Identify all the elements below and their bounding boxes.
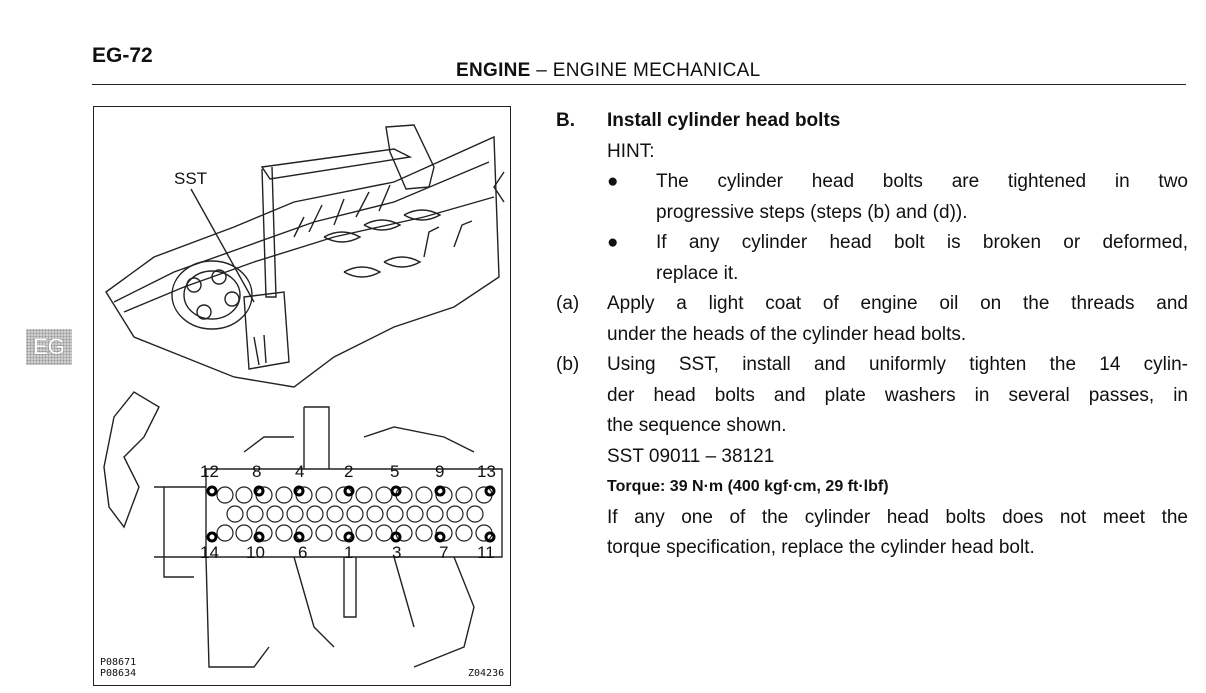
item-line: Using SST, install and uniformly tighten…: [607, 354, 1188, 375]
bullet-line: replace it.: [656, 262, 739, 284]
bolt-number: 8: [252, 462, 262, 481]
illustration-figure: SST 12 8 4 2 5 9 13 14 10 6 1 3 7 11 P08…: [93, 106, 511, 686]
item-label: (b): [556, 354, 580, 375]
fan-outline: [103, 391, 160, 529]
bullet-dot-icon: ●: [607, 171, 619, 192]
header-separator: –: [536, 60, 548, 81]
engine-block-outline: [105, 135, 500, 388]
item-line: Apply a light coat of engine oil on the …: [607, 293, 1188, 314]
bolt-number: 12: [200, 462, 219, 481]
header-section: ENGINE: [456, 60, 531, 81]
bolt-number: 3: [392, 543, 402, 562]
bullet-line: If any cylinder head bolt is broken or d…: [656, 232, 1188, 253]
bolt-number: 11: [477, 543, 495, 562]
sst-socket: [243, 291, 290, 370]
hint-bullet: ● If any cylinder head bolt is broken or…: [607, 228, 1188, 289]
sst-wrench-grip: [385, 124, 435, 190]
note-line: If any one of the cylinder head bolts do…: [607, 506, 1188, 528]
cylinder-bores: [323, 209, 442, 278]
sst-number: SST 09011 – 38121: [607, 445, 775, 467]
item-label: (a): [556, 293, 580, 314]
instruction-text: B. Install cylinder head bolts HINT: ● T…: [556, 106, 1188, 564]
head-cover-edge: [113, 161, 490, 303]
head-surface: [123, 196, 495, 313]
bolt-number: 5: [390, 462, 400, 481]
hint-bullet: ● The cylinder head bolts are tightened …: [607, 167, 1188, 228]
figure-code: P08671: [100, 657, 137, 668]
note-line: torque specification, replace the cylind…: [607, 537, 1035, 558]
bolt-number: 9: [435, 462, 445, 481]
bolt-hole-grid: [216, 486, 493, 542]
bolt-number: 1: [344, 543, 354, 562]
sst-wrench-handle: [260, 148, 413, 180]
sst-label: SST: [174, 169, 208, 188]
sst-extension: [261, 166, 277, 298]
item-line: under the heads of the cylinder head bol…: [607, 323, 967, 345]
figure-code: P08634: [100, 668, 137, 679]
figure-code: Z04236: [468, 668, 505, 679]
section-tab: EG: [26, 329, 72, 365]
sst-leader-line: [190, 188, 255, 303]
header-subsection: ENGINE MECHANICAL: [552, 60, 761, 81]
item-line: the sequence shown.: [607, 415, 787, 436]
bolt-number: 2: [344, 462, 354, 481]
bullet-line: progressive steps (steps (b) and (d)).: [656, 201, 968, 223]
bolt-number: 10: [246, 543, 265, 562]
hint-label: HINT:: [607, 140, 655, 162]
gear: [171, 260, 253, 330]
engine-illustration: [103, 124, 505, 668]
bolt-number: 13: [477, 462, 496, 481]
head-outline: [205, 468, 503, 558]
item-b: (b) Using SST, install and uniformly tig…: [556, 350, 1188, 564]
bolt-number: 7: [439, 543, 449, 562]
step-letter: B.: [556, 110, 575, 131]
item-a: (a) Apply a light coat of engine oil on …: [556, 289, 1188, 350]
page-number: EG-72: [92, 44, 153, 67]
bullet-line: The cylinder head bolts are tightened in…: [656, 171, 1188, 192]
bolt-number: 14: [200, 543, 219, 562]
section-tab-label: EG: [33, 334, 65, 359]
item-line: der head bolts and plate washers in seve…: [607, 384, 1188, 406]
bolt-number: 4: [295, 462, 305, 481]
header-rule: [92, 84, 1186, 85]
bullet-dot-icon: ●: [607, 232, 619, 253]
step-heading: B. Install cylinder head bolts: [556, 106, 1188, 137]
page-header: ENGINE – ENGINE MECHANICAL: [456, 60, 761, 82]
torque-spec: Torque: 39 N·m (400 kgf·cm, 29 ft·lbf): [607, 478, 889, 495]
head-bolts: [206, 485, 496, 543]
bolt-number: 6: [298, 543, 308, 562]
step-title: Install cylinder head bolts: [607, 110, 841, 131]
